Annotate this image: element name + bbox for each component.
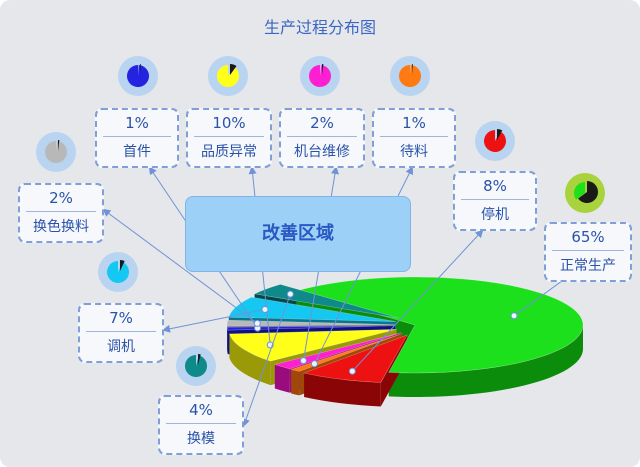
leader-dot-machine-adjustment [261, 305, 269, 313]
slice-value: 1% [125, 114, 149, 132]
slice-name: 机台维修 [294, 144, 350, 160]
slice-name: 换模 [187, 431, 215, 447]
slice-name: 首件 [123, 144, 151, 160]
pie-icon-first-article [126, 65, 149, 87]
pie-slice-first-article [226, 325, 396, 331]
slice-value: 1% [402, 114, 426, 132]
pie-slice-side-waiting-material [291, 369, 300, 396]
improvement-area-box: 改善区域 [185, 196, 411, 272]
leader-dot-color-material-change [253, 319, 261, 327]
leader-dot-waiting-material [310, 360, 318, 368]
pie-icon-downtime [483, 130, 507, 152]
leader-line-downtime [351, 229, 484, 372]
pie-icon-wedge-downtime [497, 129, 503, 140]
pie-slice-side-downtime [304, 373, 381, 407]
slice-name: 待料 [400, 144, 428, 160]
slice-name: 停机 [481, 207, 509, 223]
slice-value: 2% [310, 114, 334, 132]
pie-slice-side-first-article [227, 327, 228, 355]
label-box-color-material-change: 2% 换色换料 [18, 183, 104, 243]
chart-title: 生产过程分布图 [263, 18, 376, 37]
pie-slice-quality-issue [228, 329, 397, 362]
pie-icon-wedge-machine-adjustment [120, 260, 125, 271]
pie-icon-quality-issue [216, 65, 239, 87]
slice-name: 调机 [107, 339, 135, 355]
slice-value: 10% [212, 114, 246, 132]
pie-icon-color-material-change [45, 141, 68, 163]
slice-value: 65% [571, 228, 605, 246]
pie-icon-machine-adjustment [107, 261, 129, 283]
slice-name: 正常生产 [560, 258, 616, 274]
label-box-machine-repair: 2% 机台维修 [279, 108, 365, 168]
pie-icon-wedge-waiting-material [412, 64, 413, 75]
pie-slice-color-material-change [226, 319, 396, 327]
label-box-quality-issue: 10% 品质异常 [186, 108, 272, 168]
leader-dot-mold-change [286, 290, 294, 298]
leader-line-machine-adjustment [162, 308, 266, 333]
label-box-machine-adjustment: 7% 调机 [78, 303, 164, 363]
pie-icon-machine-repair [309, 65, 331, 88]
pie-icon-wedge-first-article [140, 64, 141, 75]
pie-slice-side-machine-repair [274, 364, 290, 393]
slice-name: 换色换料 [33, 219, 89, 235]
leader-dot-machine-repair [299, 357, 307, 365]
slice-value: 2% [49, 189, 73, 207]
label-box-normal-production: 65% 正常生产 [544, 222, 632, 282]
pie-slice-normal-production [295, 276, 584, 374]
leader-dot-normal-production [510, 312, 518, 320]
label-box-first-article: 1% 首件 [95, 108, 179, 168]
label-box-downtime: 8% 停机 [453, 171, 537, 231]
pie-slice-side-quality-issue [229, 333, 271, 386]
pie-icon-waiting-material [399, 65, 422, 88]
leader-line-color-material-change [102, 208, 258, 324]
pie-icon-wedge-quality-issue [230, 64, 237, 75]
slice-value: 8% [483, 177, 507, 195]
label-box-mold-change: 4% 换模 [158, 395, 244, 455]
pie-icon-normal-production [574, 182, 585, 200]
pie-icon-wedge-mold-change [198, 354, 201, 365]
pie-icon-mold-change [184, 355, 207, 378]
leader-dot-downtime [348, 367, 356, 375]
leader-line-mold-change [242, 293, 291, 427]
pie-slice-downtime [303, 334, 408, 383]
pie-slice-waiting-material [290, 333, 403, 372]
pie-icon-wedge-color-material-change [58, 140, 60, 151]
slice-value: 7% [109, 309, 133, 327]
slice-name: 品质异常 [201, 144, 257, 160]
label-box-waiting-material: 1% 待料 [372, 108, 456, 168]
pie-slice-side-normal-production [388, 325, 583, 397]
pie-icon-wedge-normal-production [578, 181, 598, 203]
pie-icon-wedge-machine-repair [322, 64, 324, 75]
slice-value: 4% [189, 401, 213, 419]
